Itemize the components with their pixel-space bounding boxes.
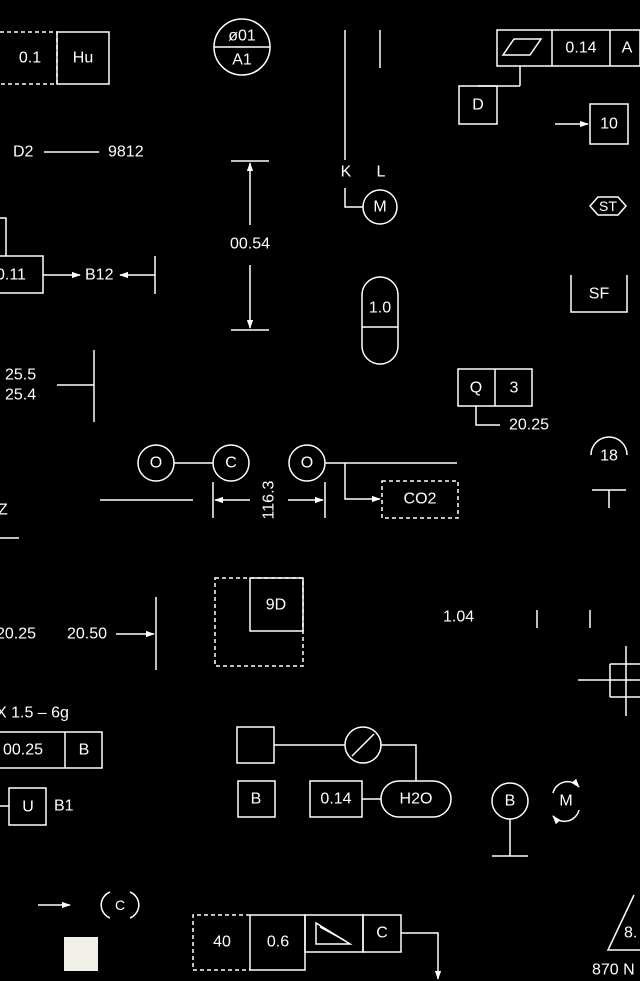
o-right-label: O: [301, 455, 313, 472]
flatness-datum: A: [622, 40, 633, 57]
st-hexagon: ST: [588, 196, 628, 216]
co2-label: CO2: [404, 491, 437, 508]
frame-06-text: 0.6: [267, 934, 289, 951]
c-bracket-label: C: [115, 897, 125, 913]
dim-1163-text: 116.3: [261, 480, 278, 519]
value-104: 1.04: [443, 609, 591, 628]
datum-d-label: D: [472, 97, 484, 114]
box-10-text: 10: [600, 116, 618, 133]
frame-0025-datum: B: [79, 742, 90, 759]
value-2050: 20.50: [67, 626, 107, 643]
b-circle-label: B: [505, 793, 516, 810]
dim-0054-text: 00.54: [230, 236, 270, 253]
d2-value: 9812: [108, 144, 144, 161]
m-rotation-symbol: M: [552, 778, 580, 825]
flatness-icon: [501, 38, 543, 56]
limit-dimension: 25.5 25.4: [5, 350, 95, 422]
pill-10: 1.0: [361, 276, 399, 365]
flatness-frame: 0.14 A D: [458, 29, 640, 125]
vertical-dimension-0054: 00.54: [230, 160, 270, 331]
circle-diameter-text: ø01: [228, 28, 256, 45]
arc-value: 18: [600, 448, 618, 465]
flatness-tolerance: 0.14: [565, 40, 596, 57]
feature-frame-hu: 0.1 Hu: [0, 31, 110, 85]
z-mark: Z: [0, 502, 19, 539]
limit-lower: 25.4: [5, 387, 36, 404]
u-box: U B1: [0, 787, 74, 826]
circle-symbol-a1: ø01 A1: [213, 18, 271, 76]
frame-0025: 00.25 B: [0, 731, 103, 769]
h2o-label: H2O: [400, 791, 433, 808]
box-014-text: 0.14: [320, 791, 351, 808]
d2-leader: D2 9812: [13, 144, 144, 161]
load-870n: 870 N: [592, 962, 635, 979]
crosshair-grid: [578, 646, 640, 716]
value-2025-left: 20.25: [0, 626, 36, 643]
vertical-lines-top: [344, 30, 381, 160]
frame-011-b12: 0.11 B12: [0, 217, 156, 294]
box-9d-text: 9D: [266, 597, 286, 614]
st-label: ST: [599, 198, 617, 214]
frame-c-text: C: [376, 925, 388, 942]
c-bracket-symbol: C: [38, 891, 140, 919]
kl-m-symbol: K L M: [341, 164, 398, 225]
frame-q3: Q 3 20.25: [457, 368, 549, 434]
l-label: L: [377, 164, 386, 181]
triangle-load: 8. 870 N: [592, 894, 640, 979]
m-rotate-label: M: [559, 793, 572, 810]
u-label: U: [22, 799, 34, 816]
value-104-text: 1.04: [443, 609, 474, 626]
basic-dimension-10: 10: [555, 103, 629, 145]
arc-length-18: 18: [590, 436, 628, 508]
q-leader-value: 20.25: [509, 417, 549, 434]
frame-0025-value: 00.25: [3, 742, 43, 759]
pill-value: 1.0: [369, 300, 391, 317]
filled-square: [64, 937, 98, 971]
triangle-value: 8.: [624, 925, 637, 942]
box-9d: 9D: [214, 577, 304, 667]
sf-bracket: SF: [570, 275, 628, 313]
m-circle-label: M: [373, 199, 386, 216]
flow-diagram: B 0.14 H2O: [236, 726, 452, 818]
frame-40-text: 40: [213, 934, 231, 951]
box-011-text: 0.11: [0, 267, 26, 284]
b-square-label: B: [251, 791, 262, 808]
thread-text: X 1.5 – 6g: [0, 705, 69, 722]
q-label: Q: [470, 380, 482, 397]
c-label: C: [225, 455, 237, 472]
thread-callout: X 1.5 – 6g: [0, 705, 69, 722]
b-datum-circle: B: [491, 782, 529, 857]
o-left-label: O: [150, 455, 162, 472]
dimension-1163: 116.3: [212, 480, 326, 519]
q-value: 3: [510, 380, 519, 397]
frame-label-hu: Hu: [73, 50, 93, 67]
k-label: K: [341, 164, 352, 181]
dimension-2050: 20.25 20.50: [0, 597, 157, 670]
b12-label: B12: [85, 267, 114, 284]
symbol-chain: O C O CO2: [100, 444, 459, 519]
bottom-feature-frame: 40 0.6 C: [192, 914, 442, 980]
z-label: Z: [0, 502, 8, 519]
b1-label: B1: [54, 798, 74, 815]
frame-value-0-1: 0.1: [19, 50, 41, 67]
d2-label: D2: [13, 144, 34, 161]
sf-label: SF: [589, 286, 610, 303]
limit-upper: 25.5: [5, 367, 36, 384]
circle-datum-text: A1: [232, 52, 252, 69]
